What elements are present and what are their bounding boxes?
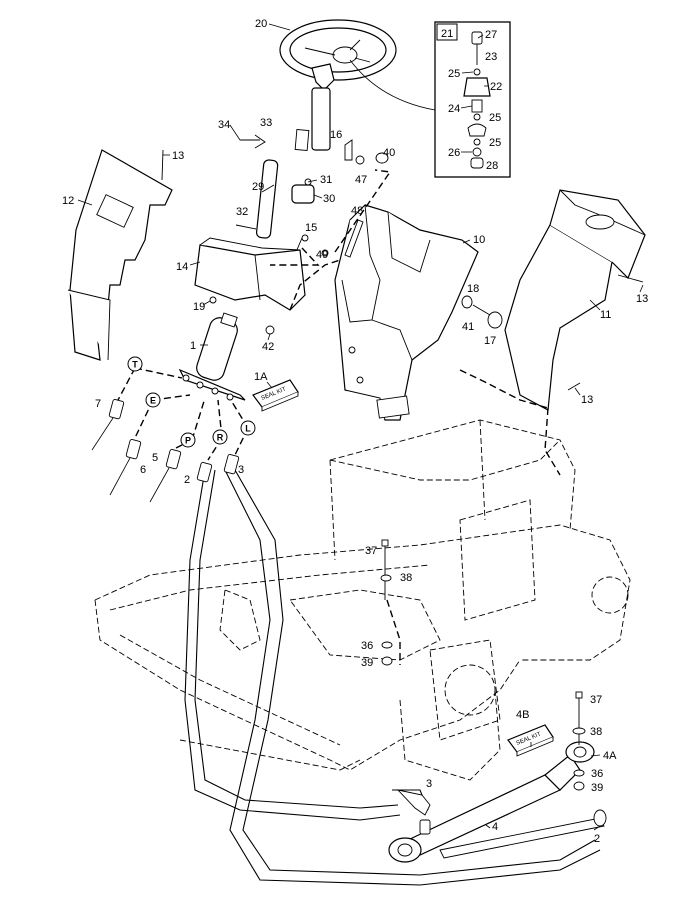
callout-1: 1 bbox=[190, 340, 196, 352]
steering-cylinder bbox=[388, 741, 607, 863]
port-t-label: T bbox=[132, 360, 138, 370]
right-shield-panel bbox=[504, 189, 646, 411]
dash-hardware bbox=[461, 295, 503, 329]
brace-rod bbox=[321, 219, 364, 258]
port-p-label: P bbox=[185, 436, 191, 446]
callout-19: 19 bbox=[193, 301, 205, 313]
callout-37b: 37 bbox=[590, 694, 602, 706]
callout-11: 11 bbox=[600, 309, 611, 321]
callout-16: 16 bbox=[330, 129, 342, 141]
callout-49: 49 bbox=[316, 249, 328, 261]
callout-4a: 4A bbox=[603, 750, 617, 762]
callout-40: 40 bbox=[383, 147, 395, 159]
callout-34: 34 bbox=[218, 119, 230, 131]
callout-26: 26 bbox=[448, 147, 460, 159]
callout-23: 23 bbox=[485, 51, 497, 63]
callout-4b: 4B bbox=[516, 709, 529, 721]
center-bolt-stack bbox=[380, 539, 401, 666]
callout-24: 24 bbox=[448, 103, 460, 115]
callout-15: 15 bbox=[305, 222, 317, 234]
callout-20: 20 bbox=[255, 18, 267, 30]
hose-fittings bbox=[91, 399, 240, 503]
left-shield-panel bbox=[67, 149, 173, 361]
callout-39b: 39 bbox=[591, 782, 603, 794]
callout-25c: 25 bbox=[489, 137, 501, 149]
port-e-label: E bbox=[150, 396, 156, 406]
steering-wheel bbox=[279, 19, 397, 81]
callout-41: 41 bbox=[462, 321, 474, 333]
callout-22: 22 bbox=[490, 81, 502, 93]
dash-panel bbox=[334, 204, 479, 421]
callout-31: 31 bbox=[320, 174, 332, 186]
port-labels bbox=[127, 356, 256, 448]
valve-detail-inset bbox=[434, 21, 511, 178]
steering-valve-motor bbox=[178, 312, 246, 401]
callout-2a: 2 bbox=[184, 474, 190, 486]
cylinder-bolt-stack bbox=[572, 691, 586, 791]
callout-36a: 36 bbox=[361, 640, 373, 652]
port-r-label: R bbox=[217, 433, 224, 443]
callout-32: 32 bbox=[236, 206, 248, 218]
steering-column bbox=[235, 63, 389, 253]
callout-14: 14 bbox=[176, 261, 188, 273]
port-l-label: L bbox=[245, 424, 251, 434]
assembly-leaders bbox=[270, 169, 561, 476]
callout-38b: 38 bbox=[590, 726, 602, 738]
hydraulic-hoses bbox=[184, 469, 601, 886]
seal-kit-1a bbox=[252, 379, 299, 412]
callout-47: 47 bbox=[355, 174, 367, 186]
seal-kit-4b bbox=[507, 724, 554, 757]
callout-48: 48 bbox=[351, 205, 363, 217]
callout-33: 33 bbox=[260, 117, 272, 129]
callout-3a: 3 bbox=[238, 464, 244, 476]
callout-25a: 25 bbox=[448, 68, 460, 80]
callout-27: 27 bbox=[485, 29, 497, 41]
callout-17: 17 bbox=[484, 335, 496, 347]
callout-25b: 25 bbox=[489, 112, 501, 124]
callout-4: 4 bbox=[492, 821, 498, 833]
callout-1a: 1A bbox=[254, 371, 268, 383]
callout-37a: 37 bbox=[365, 545, 377, 557]
callout-30: 30 bbox=[323, 193, 335, 205]
callout-13b: 13 bbox=[636, 293, 648, 305]
callout-36b: 36 bbox=[591, 768, 603, 780]
callout-42: 42 bbox=[262, 341, 274, 353]
callout-12: 12 bbox=[62, 195, 74, 207]
column-bracket bbox=[194, 237, 306, 335]
callout-38a: 38 bbox=[400, 572, 412, 584]
callout-39a: 39 bbox=[361, 657, 373, 669]
callout-18: 18 bbox=[467, 283, 479, 295]
callout-13c: 13 bbox=[581, 394, 593, 406]
callout-2b: 2 bbox=[594, 833, 600, 845]
callout-10: 10 bbox=[473, 234, 485, 246]
callout-labels: 20 21 27 23 25 22 24 25 25 26 28 34 33 1… bbox=[62, 18, 648, 845]
callout-5: 5 bbox=[152, 452, 158, 464]
callout-7: 7 bbox=[95, 398, 101, 410]
callout-6: 6 bbox=[140, 464, 146, 476]
callout-29: 29 bbox=[252, 181, 264, 193]
callout-leaders bbox=[77, 23, 644, 831]
tractor-frame-outline bbox=[94, 419, 631, 781]
callout-13a: 13 bbox=[172, 150, 184, 162]
callout-28: 28 bbox=[486, 160, 498, 172]
callout-3b: 3 bbox=[426, 778, 432, 790]
callout-21: 21 bbox=[441, 28, 453, 40]
port-letters: T E P R L bbox=[132, 360, 251, 446]
